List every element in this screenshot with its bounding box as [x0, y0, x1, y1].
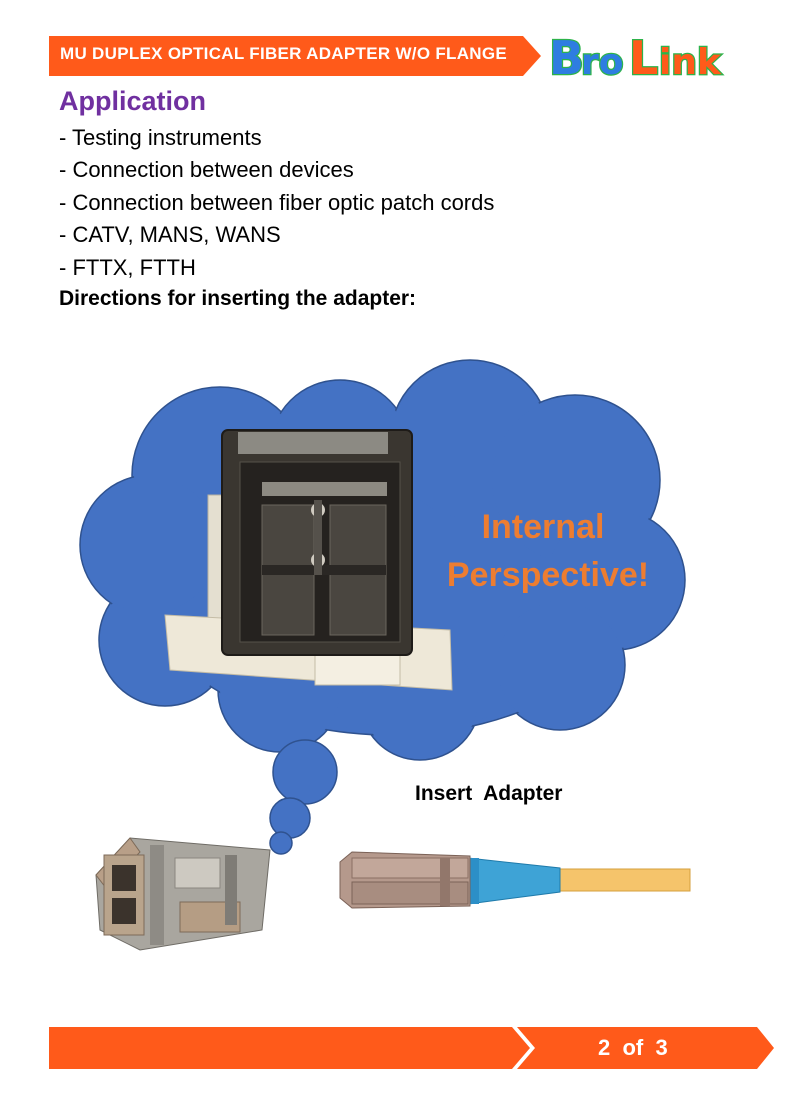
svg-text:ink: ink [659, 42, 722, 83]
brolink-logo: B ro L ink [548, 30, 723, 84]
list-item: - Connection between fiber optic patch c… [59, 189, 495, 215]
adapter-internal-photo [164, 429, 453, 691]
page-number: 2 of 3 [598, 1035, 668, 1060]
svg-text:ro: ro [581, 42, 624, 83]
mu-adapter-photo [95, 837, 271, 951]
directions-heading: Directions for inserting the adapter: [59, 287, 417, 310]
list-item: - CATV, MANS, WANS [59, 222, 281, 248]
thought-bubble-small [269, 831, 293, 855]
list-item: - Connection between devices [59, 157, 354, 183]
svg-text:L: L [629, 31, 658, 84]
list-item: - Testing instruments [59, 125, 262, 150]
list-item: - FTTX, FTTH [59, 254, 196, 280]
thought-bubble-text-line2: Perspective! [447, 556, 649, 594]
thought-bubble-text-line1: Internal [482, 508, 605, 546]
header-banner [49, 36, 541, 76]
application-list: - Testing instruments - Connection betwe… [59, 122, 494, 284]
thought-bubble-medium [269, 797, 311, 839]
insert-adapter-label: Insert Adapter [415, 782, 563, 805]
adapter-illustration: Internal Perspective! [79, 359, 691, 951]
footer-banner [49, 1027, 774, 1069]
svg-text:B: B [549, 31, 584, 84]
document-title: MU DUPLEX OPTICAL FIBER ADAPTER W/O FLAN… [60, 44, 508, 63]
thought-bubble-large [272, 739, 338, 805]
patch-cord-photo [339, 851, 691, 909]
application-heading: Application [59, 86, 206, 116]
